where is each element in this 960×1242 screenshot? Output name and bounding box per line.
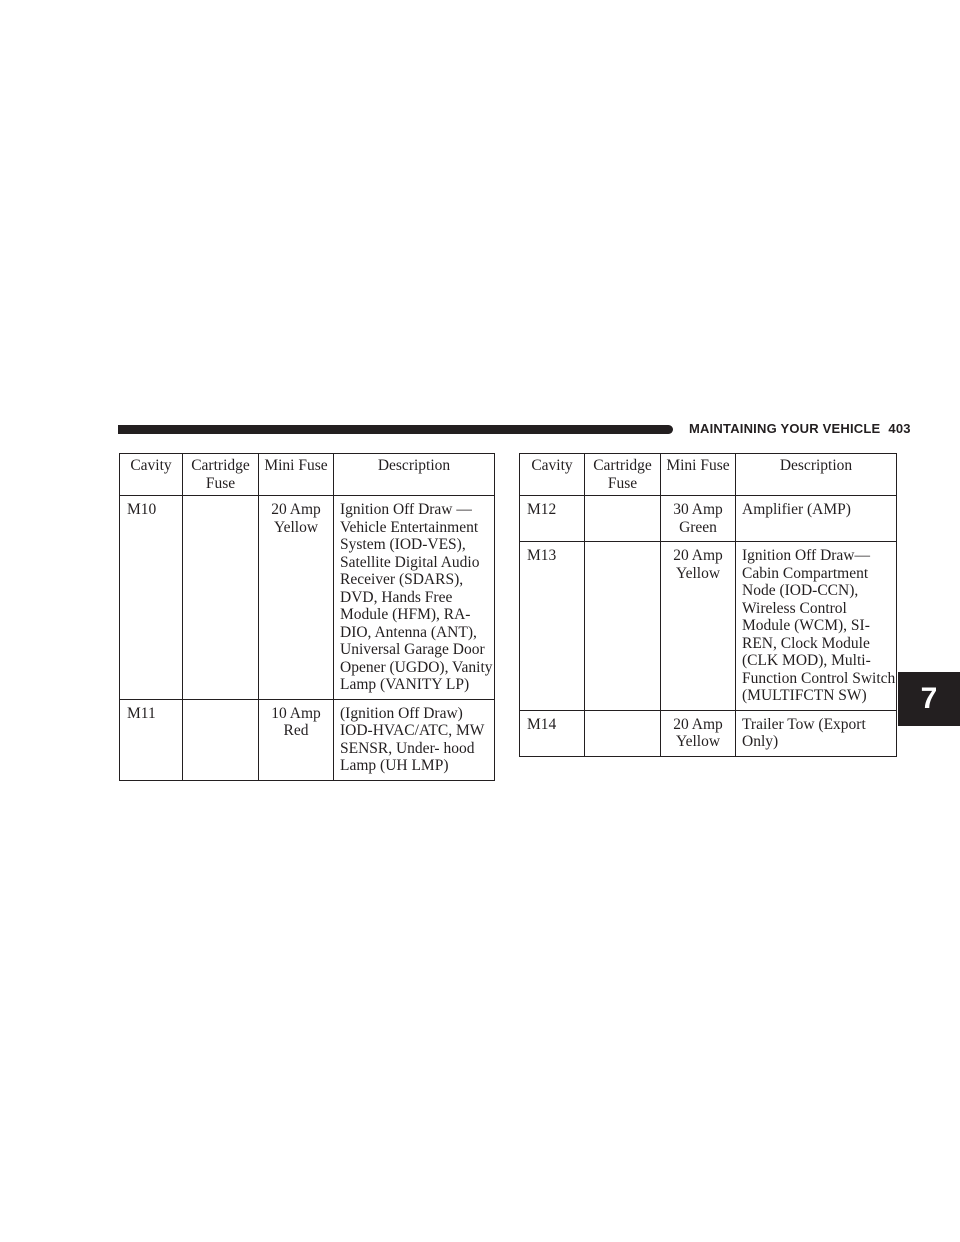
cartridge-fuse-cell	[182, 698, 259, 781]
header-rule	[118, 425, 673, 434]
description-cell: Amplifier (AMP)	[735, 495, 897, 542]
section-title: MAINTAINING YOUR VEHICLE	[689, 421, 881, 436]
mini-fuse-cell: 20 Amp Yellow	[660, 709, 736, 757]
column-header-cartridge-fuse: Cartridge Fuse	[584, 453, 661, 496]
column-header-description: Description	[735, 453, 897, 496]
mini-fuse-cell: 20 Amp Yellow	[258, 495, 334, 700]
mini-fuse-cell: 20 Amp Yellow	[660, 541, 736, 711]
description-cell: Ignition Off Draw — Vehicle Entertainmen…	[333, 495, 495, 700]
column-header-mini-fuse: Mini Fuse	[660, 453, 736, 496]
cartridge-fuse-cell	[584, 709, 661, 757]
description-cell: Ignition Off Draw— Cabin Compartment Nod…	[735, 541, 897, 711]
fuse-table-left: Cavity Cartridge Fuse Mini Fuse Descript…	[119, 453, 495, 781]
running-header: MAINTAINING YOUR VEHICLE 403	[689, 421, 911, 436]
description-cell: Trailer Tow (Export Only)	[735, 709, 897, 757]
table-row: M10 20 Amp Yellow Ignition Off Draw — Ve…	[119, 495, 495, 700]
cartridge-fuse-cell	[182, 495, 259, 700]
column-header-description: Description	[333, 453, 495, 496]
description-cell: (Ignition Off Draw) IOD-HVAC/ATC, MW SEN…	[333, 698, 495, 781]
table-row: M11 10 Amp Red (Ignition Off Draw) IOD-H…	[119, 698, 495, 781]
cavity-cell: M13	[519, 541, 585, 711]
table-row: M14 20 Amp Yellow Trailer Tow (Export On…	[519, 709, 897, 757]
chapter-tab: 7	[898, 672, 960, 726]
table-row: M13 20 Amp Yellow Ignition Off Draw— Cab…	[519, 541, 897, 711]
cartridge-fuse-cell	[584, 495, 661, 542]
fuse-table-right: Cavity Cartridge Fuse Mini Fuse Descript…	[519, 453, 897, 757]
column-header-cavity: Cavity	[119, 453, 183, 496]
cartridge-fuse-cell	[584, 541, 661, 711]
column-header-cartridge-fuse: Cartridge Fuse	[182, 453, 259, 496]
table-header-row: Cavity Cartridge Fuse Mini Fuse Descript…	[119, 453, 495, 496]
cavity-cell: M10	[119, 495, 183, 700]
mini-fuse-cell: 10 Amp Red	[258, 698, 334, 781]
cavity-cell: M11	[119, 698, 183, 781]
page-number: 403	[888, 421, 911, 436]
column-header-mini-fuse: Mini Fuse	[258, 453, 334, 496]
mini-fuse-cell: 30 Amp Green	[660, 495, 736, 542]
table-header-row: Cavity Cartridge Fuse Mini Fuse Descript…	[519, 453, 897, 496]
cavity-cell: M12	[519, 495, 585, 542]
column-header-cavity: Cavity	[519, 453, 585, 496]
cavity-cell: M14	[519, 709, 585, 757]
table-row: M12 30 Amp Green Amplifier (AMP)	[519, 495, 897, 542]
